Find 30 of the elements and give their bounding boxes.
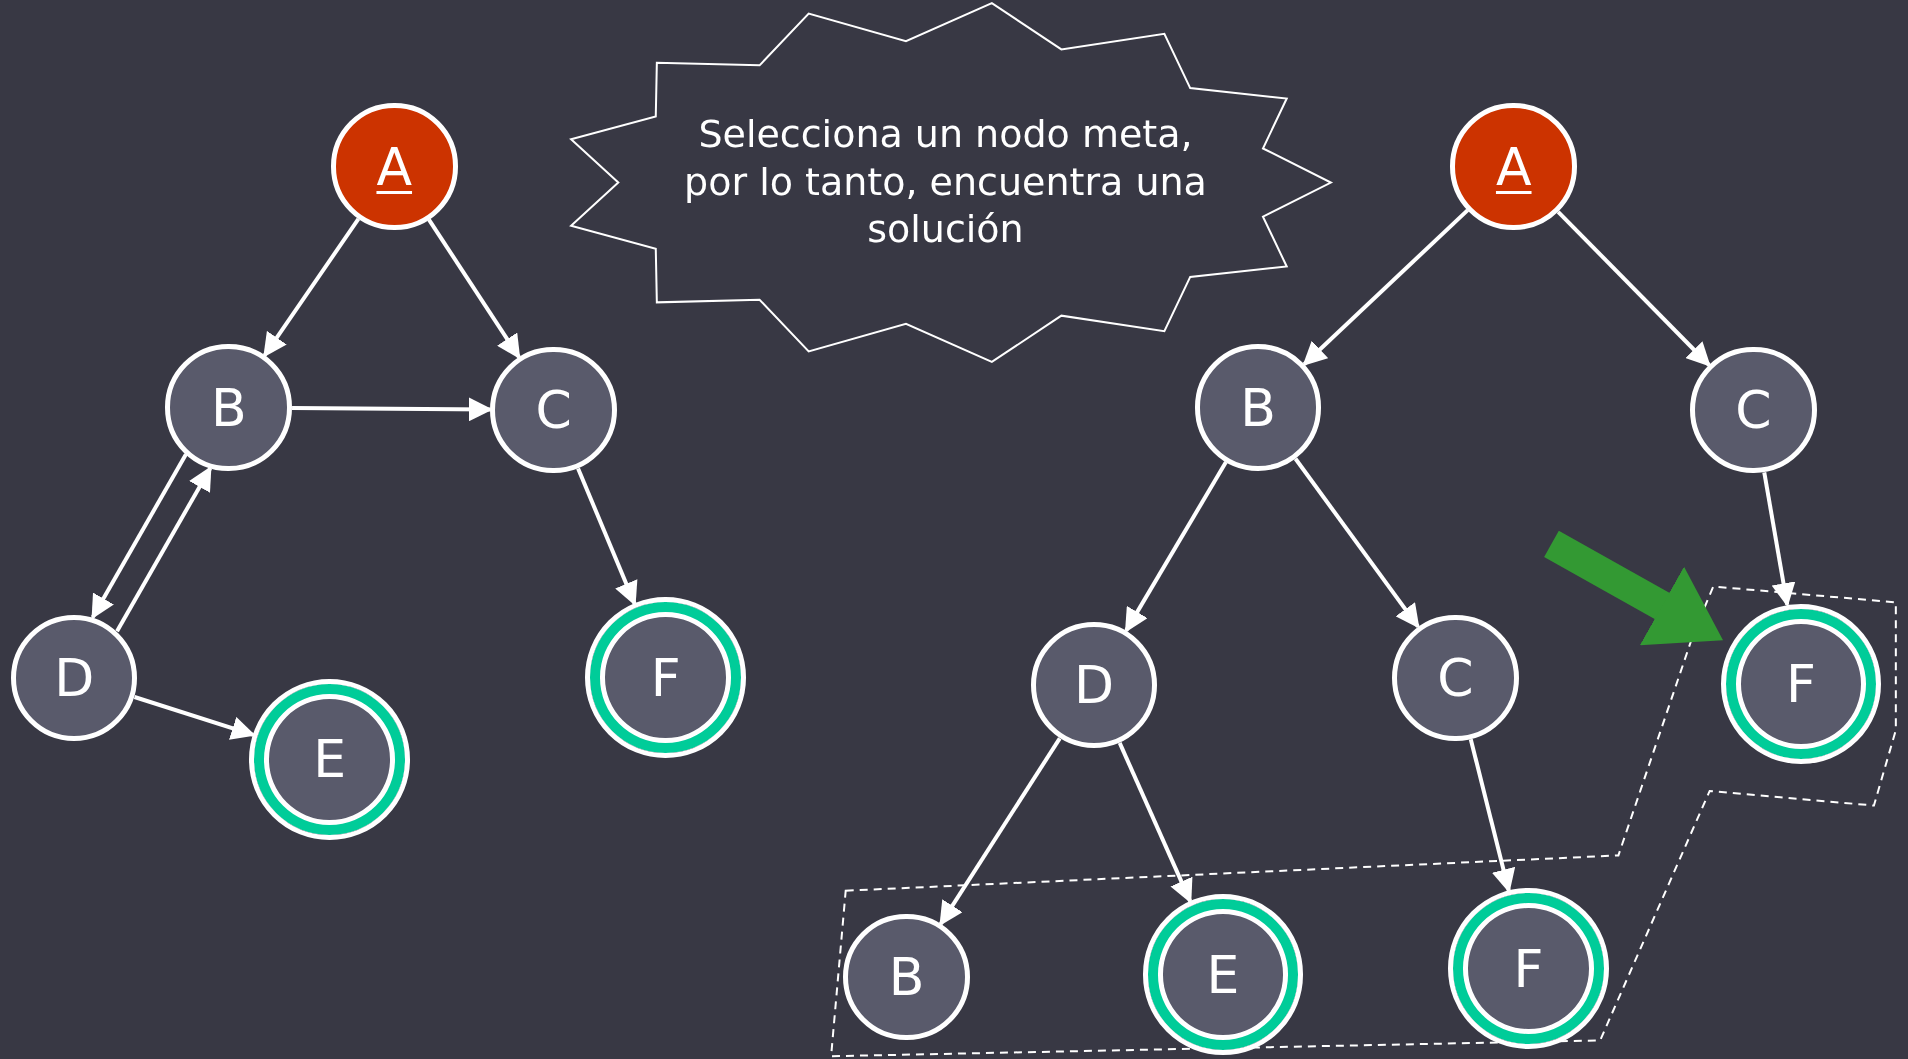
arrow: [427, 218, 521, 360]
node-label: C: [535, 380, 572, 441]
node-label: A: [376, 136, 413, 197]
arrow: [1302, 208, 1470, 366]
node-label: B: [1240, 377, 1277, 438]
arrow: [939, 737, 1062, 926]
node-label: F: [1785, 653, 1816, 714]
arrow: [1293, 457, 1420, 629]
node-label: E: [1206, 944, 1240, 1005]
arrow: [262, 217, 361, 358]
node-label: C: [1437, 647, 1474, 708]
arrow: [1124, 461, 1228, 633]
node-label: F: [1513, 938, 1544, 999]
node-label: C: [1735, 380, 1772, 441]
block-arrow: [1544, 530, 1724, 646]
node-label: B: [888, 947, 925, 1008]
arrow: [576, 467, 638, 606]
node-label: E: [313, 729, 347, 790]
arrow: [115, 466, 212, 633]
node-label: D: [1073, 655, 1114, 716]
node-label: B: [210, 377, 247, 438]
arrow: [133, 695, 256, 740]
node-label: F: [650, 647, 681, 708]
callout-text: Selecciona un nodo meta, por lo tanto, encuentra una solución: [683, 111, 1208, 254]
arrow: [91, 453, 188, 620]
arrow: [1762, 472, 1796, 608]
arrow: [1117, 742, 1193, 904]
node-label: A: [1495, 136, 1532, 197]
arrow: [1556, 210, 1711, 367]
node-label: D: [54, 647, 95, 708]
